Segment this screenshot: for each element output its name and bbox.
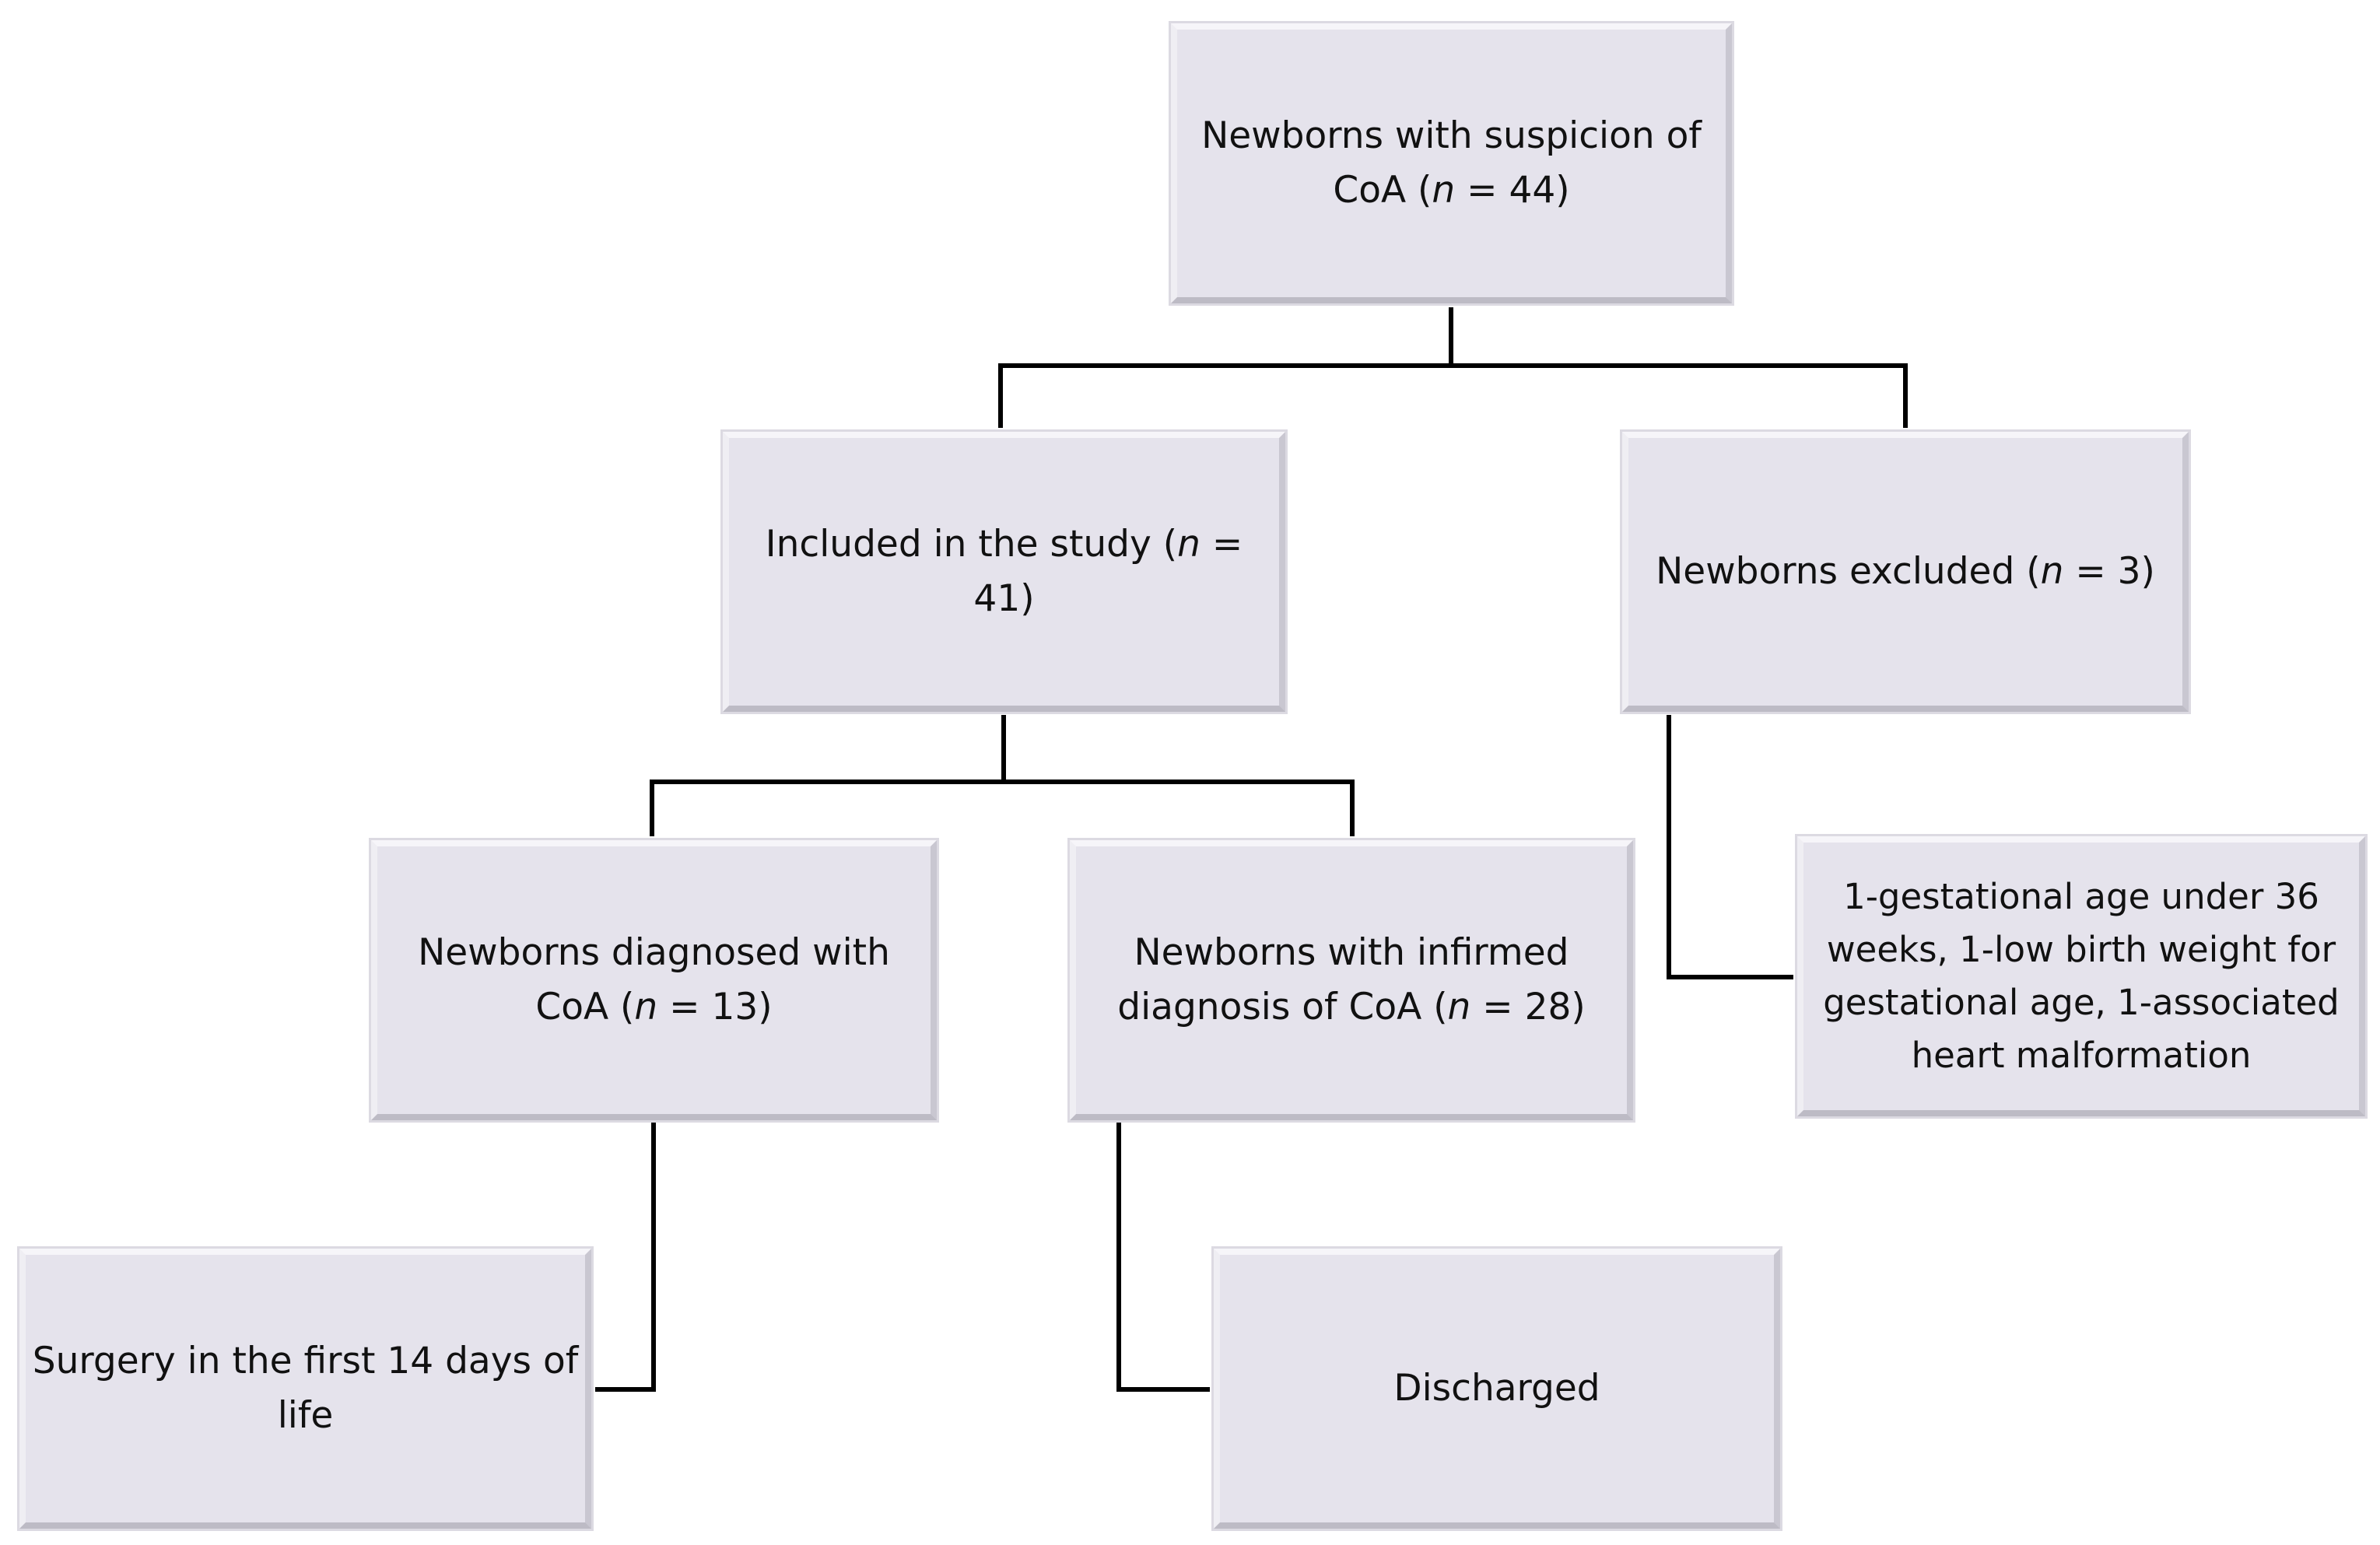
node-label: Newborns with suspicion of CoA (n = 44) <box>1201 114 1702 212</box>
node-exclusion-reasons: 1-gestational age under 36 weeks, 1-low … <box>1797 836 2365 1116</box>
connector-coa-surgery <box>595 1123 656 1392</box>
node-label: Surgery in the first 14 days of life <box>32 1340 579 1437</box>
node-newborns-suspected-coa: Newborns with suspicion of CoA (n = 44) <box>1171 23 1732 303</box>
node-diagnosed-with-coa: Newborns diagnosed with CoA (n = 13) <box>371 840 937 1120</box>
node-label: Newborns diagnosed with CoA (n = 13) <box>418 931 890 1028</box>
connector-excluded-reasons <box>1667 715 1793 979</box>
node-infirmed-diagnosis: Newborns with infirmed diagnosis of CoA … <box>1070 840 1633 1120</box>
connector-infirmed-discharged <box>1116 1123 1210 1392</box>
node-discharged: Discharged <box>1214 1249 1780 1529</box>
connector-root-split <box>998 307 1908 428</box>
node-label: Discharged <box>1393 1367 1600 1410</box>
connector-included-split <box>650 715 1355 836</box>
node-label: Newborns excluded (n = 3) <box>1656 550 2155 593</box>
node-newborns-excluded: Newborns excluded (n = 3) <box>1622 432 2189 712</box>
node-label: 1-gestational age under 36 weeks, 1-low … <box>1823 876 2340 1076</box>
node-included-in-study: Included in the study (n = 41) <box>723 432 1285 712</box>
node-surgery-first-14-days: Surgery in the first 14 days of life <box>19 1249 591 1529</box>
node-label: Included in the study (n = 41) <box>765 523 1243 620</box>
node-label: Newborns with infirmed diagnosis of CoA … <box>1117 931 1586 1028</box>
